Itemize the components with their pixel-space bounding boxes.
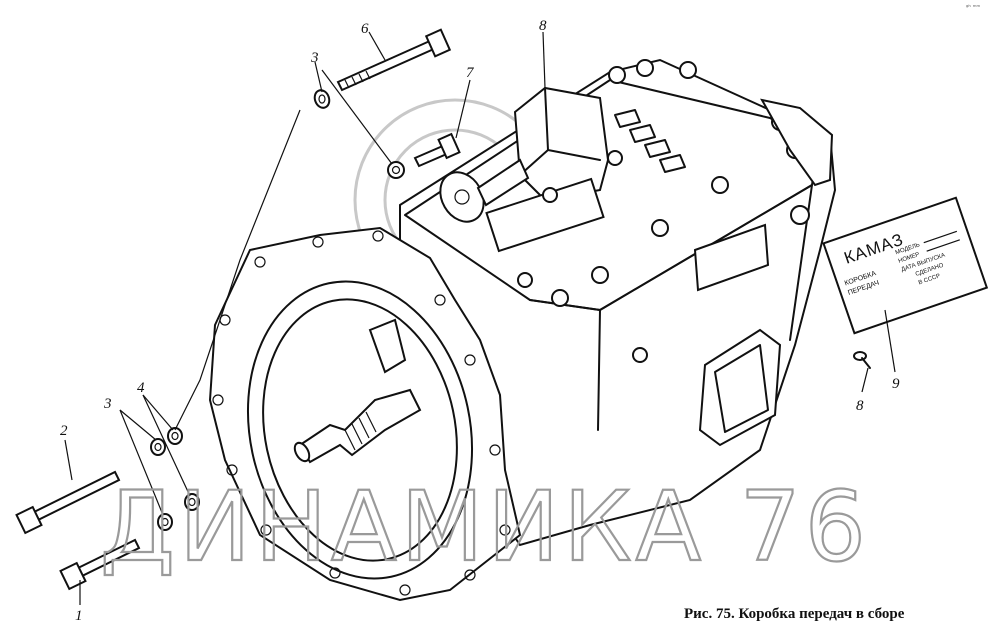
figure-caption: Рис. 75. Коробка передач в сборе [684,606,905,622]
callout-5: 6 [361,21,369,37]
callout-1: 1 [75,608,83,624]
callout-3-top: 3 [310,50,319,66]
leader-lines [64,31,896,605]
callout-2: 2 [60,423,68,439]
clutch-housing [208,226,522,602]
callout-3-bottom: 3 [103,396,112,412]
nameplate: КАМАЗ КОРОБКА ПЕРЕДАЧ МОДЕЛЬ НОМЕР ДАТА … [822,196,989,335]
bolt-5 [336,28,452,92]
callout-8: 8 [856,398,864,414]
corner-mark: ᵍʰ ᵐᵐ [966,4,981,11]
bolt-2 [15,470,121,535]
shift-rod-flange [439,158,530,223]
screw-8 [853,351,871,369]
callout-6: 7 [466,65,475,81]
callout-4-bottom: 4 [137,380,145,396]
callout-9: 9 [892,376,900,392]
washers-bottom [150,427,200,531]
bolt-6 [413,132,461,168]
bolt-1 [59,538,141,591]
callout-7: 8 [539,18,547,34]
callout-numbers: 3 6 7 8 2 3 4 1 8 9 [60,18,900,624]
washers-top [313,89,405,179]
watermark-text: ДИНАМИКА 76 [100,471,870,583]
